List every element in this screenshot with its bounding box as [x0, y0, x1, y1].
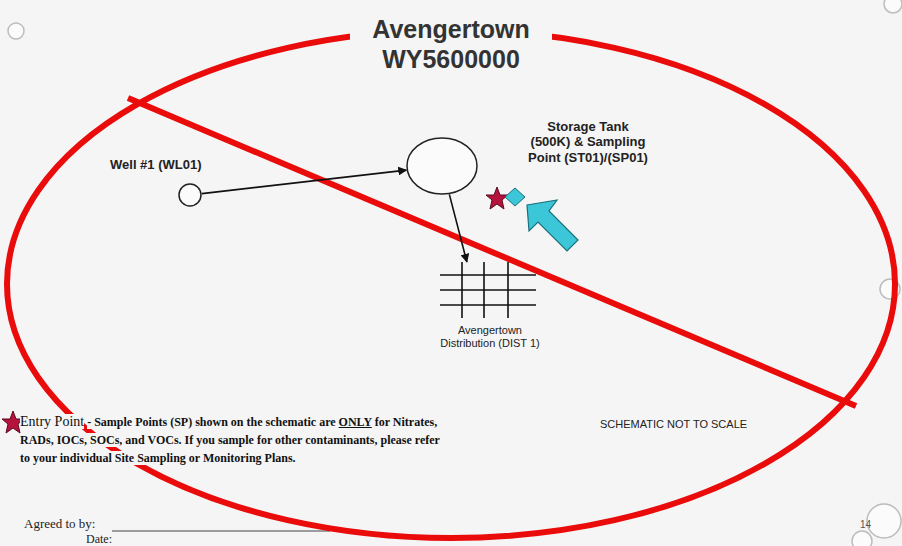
diagram-title: Avengertown WY5600000	[350, 14, 552, 74]
node-label: Storage Tank (500K) & Sampling Point (ST…	[524, 119, 652, 166]
date-label: Date:	[86, 532, 112, 546]
entry-point-label: Entry Point	[20, 414, 84, 429]
sampling-point-diamond	[505, 188, 525, 206]
slide-number: 14	[860, 519, 871, 530]
signature-line	[112, 531, 330, 532]
scale-note: SCHEMATIC NOT TO SCALE	[600, 418, 747, 430]
footnote: Entry Point - Sample Points (SP) shown o…	[20, 413, 452, 467]
flow-arrow	[449, 194, 467, 262]
storage-tank-outline	[406, 137, 478, 195]
pointer-arrow	[527, 200, 578, 251]
entry-point-star	[486, 187, 508, 209]
well-circle: Well #1 (WL01)	[178, 183, 202, 207]
node-label: Well #1 (WL01)	[108, 157, 204, 173]
signature-label: Agreed to by:	[24, 516, 95, 532]
distribution-grid: Avengertown Distribution (DIST 1)	[440, 262, 536, 318]
footnote-text: - Sample Points (SP) shown on the schema…	[87, 415, 335, 429]
footnote-emphasis: ONLY	[339, 415, 372, 429]
storage-tank: Storage Tank (500K) & Sampling Point (ST…	[406, 137, 478, 195]
well-circle-outline	[178, 183, 202, 207]
node-label: Avengertown Distribution (DIST 1)	[432, 324, 548, 350]
distribution-grid-outline	[440, 262, 536, 318]
flow-arrow	[202, 170, 406, 194]
